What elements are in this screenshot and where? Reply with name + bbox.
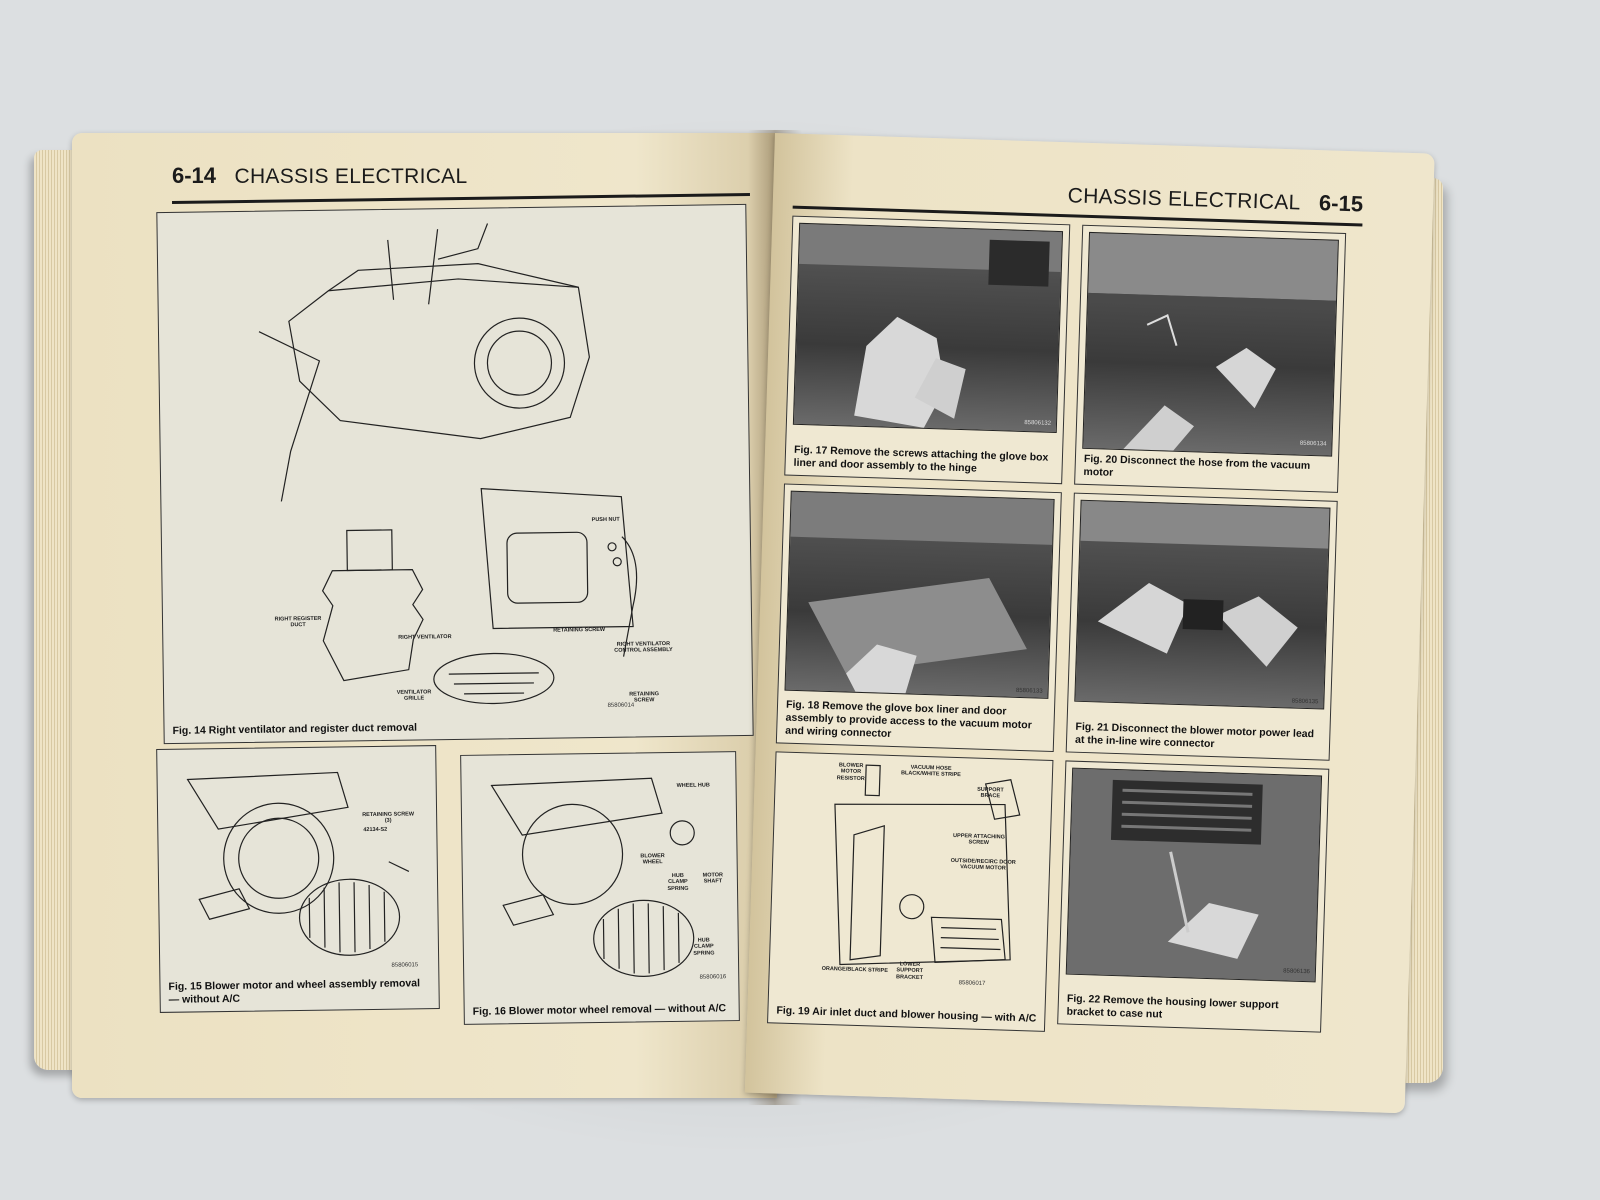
- blower-wheel-removal-diagram: [490, 777, 695, 977]
- photo-blower-power-lead: [1074, 499, 1331, 710]
- figure-17-caption: Fig. 17 Remove the screws attaching the …: [793, 443, 1049, 475]
- figure-22: 85806136 Fig. 22 Remove the housing lowe…: [1057, 760, 1330, 1033]
- label-retaining-screw: RETAINING SCREW: [553, 626, 606, 634]
- label-push-nut: PUSH NUT: [591, 516, 620, 524]
- label-door-vacuum-motor: OUTSIDE/RECIRC DOOR VACUUM MOTOR: [950, 857, 1016, 872]
- figure-20-caption: Fig. 20 Disconnect the hose from the vac…: [1083, 452, 1311, 479]
- figure-19: BLOWER MOTOR RESISTOR VACUUM HOSE BLACK/…: [767, 751, 1054, 1032]
- figure-20: 85806134 Fig. 20 Disconnect the hose fro…: [1074, 224, 1347, 493]
- figure-16: WHEEL HUB BLOWER WHEEL HUB CLAMP SPRING …: [460, 751, 740, 1025]
- figure-21-code: 85806135: [1291, 698, 1319, 706]
- label-part-number: 42134-S2: [363, 826, 388, 834]
- label-wheel-hub: WHEEL HUB: [676, 782, 710, 789]
- figure-18: 85806133 Fig. 18 Remove the glove box li…: [775, 483, 1062, 753]
- figure-16-caption: Fig. 16 Blower motor wheel removal — wit…: [472, 1002, 727, 1018]
- right-page: CHASSIS ELECTRICAL 6-15 85806132 Fig. 17…: [744, 133, 1435, 1114]
- right-page-number: 6-15: [1318, 190, 1364, 217]
- label-support-brace: SUPPORT BRACE: [977, 786, 1004, 800]
- figure-21: 85806135 Fig. 21 Disconnect the blower m…: [1065, 492, 1338, 761]
- label-blower-motor-resistor: BLOWER MOTOR RESISTOR: [836, 762, 865, 782]
- figure-14: PUSH NUT RIGHT REGISTER DUCT RIGHT VENTI…: [156, 203, 754, 745]
- figure-16-code: 85806016: [699, 974, 727, 981]
- label-blower-wheel: BLOWER WHEEL: [640, 853, 665, 866]
- photo-vacuum-motor-hose: [1082, 231, 1339, 457]
- figure-15-caption: Fig. 15 Blower motor and wheel assembly …: [168, 977, 421, 1006]
- photo-glove-box-liner: [784, 490, 1055, 699]
- figure-15: RETAINING SCREW (3) 42134-S2 85806015 Fi…: [156, 745, 440, 1013]
- figure-14-code: 85806014: [607, 702, 635, 709]
- figure-21-caption: Fig. 21 Disconnect the blower motor powe…: [1074, 720, 1315, 750]
- label-right-register-duct: RIGHT REGISTER DUCT: [274, 615, 322, 629]
- right-section-title: CHASSIS ELECTRICAL: [1067, 184, 1301, 215]
- figure-14-caption: Fig. 14 Right ventilator and register du…: [172, 721, 418, 737]
- blower-motor-wheel-diagram: [186, 771, 410, 956]
- figure-17: 85806132 Fig. 17 Remove the screws attac…: [784, 215, 1071, 485]
- label-hub-clamp-spring-2: HUB CLAMP SPRING: [693, 937, 715, 957]
- label-upper-attaching-screw: UPPER ATTACHING SCREW: [952, 832, 1005, 847]
- label-hub-clamp-spring: HUB CLAMP SPRING: [667, 872, 689, 892]
- figure-19-caption: Fig. 19 Air inlet duct and blower housin…: [776, 1004, 1037, 1025]
- left-header-rule: [172, 192, 750, 205]
- left-page-header: 6-14 CHASSIS ELECTRICAL: [172, 163, 467, 189]
- left-section-title: CHASSIS ELECTRICAL: [234, 165, 468, 188]
- label-right-ventilator: RIGHT VENTILATOR: [398, 634, 452, 641]
- left-page-number: 6-14: [172, 163, 217, 188]
- label-control-assembly: RIGHT VENTILATOR CONTROL ASSEMBLY: [614, 641, 673, 655]
- photo-lower-support-bracket: [1065, 767, 1323, 983]
- figure-20-code: 85806134: [1299, 440, 1327, 448]
- label-lower-support-bracket: LOWER SUPPORT BRACKET: [896, 961, 924, 981]
- figure-18-caption: Fig. 18 Remove the glove box liner and d…: [785, 698, 1032, 740]
- label-vacuum-hose: VACUUM HOSE BLACK/WHITE STRIPE: [900, 764, 961, 779]
- air-inlet-blower-housing-diagram: [834, 764, 1021, 966]
- figure-17-code: 85806132: [1024, 419, 1052, 427]
- figure-22-caption: Fig. 22 Remove the housing lower support…: [1066, 992, 1279, 1021]
- label-retaining-screw-3: RETAINING SCREW (3): [362, 811, 415, 825]
- label-ventilator-grille: VENTILATOR GRILLE: [396, 689, 432, 703]
- figure-19-code: 85806017: [958, 980, 986, 988]
- left-page: 6-14 CHASSIS ELECTRICAL PUSH NUT R: [72, 133, 777, 1098]
- figure-15-code: 85806015: [391, 962, 419, 969]
- figure-22-code: 85806136: [1283, 968, 1310, 976]
- ventilator-duct-diagram: [258, 223, 638, 705]
- figure-18-code: 85806133: [1015, 687, 1043, 695]
- label-motor-shaft: MOTOR SHAFT: [702, 872, 724, 885]
- right-page-header: CHASSIS ELECTRICAL 6-15: [1067, 182, 1363, 217]
- photo-glove-box-screws: [792, 222, 1064, 433]
